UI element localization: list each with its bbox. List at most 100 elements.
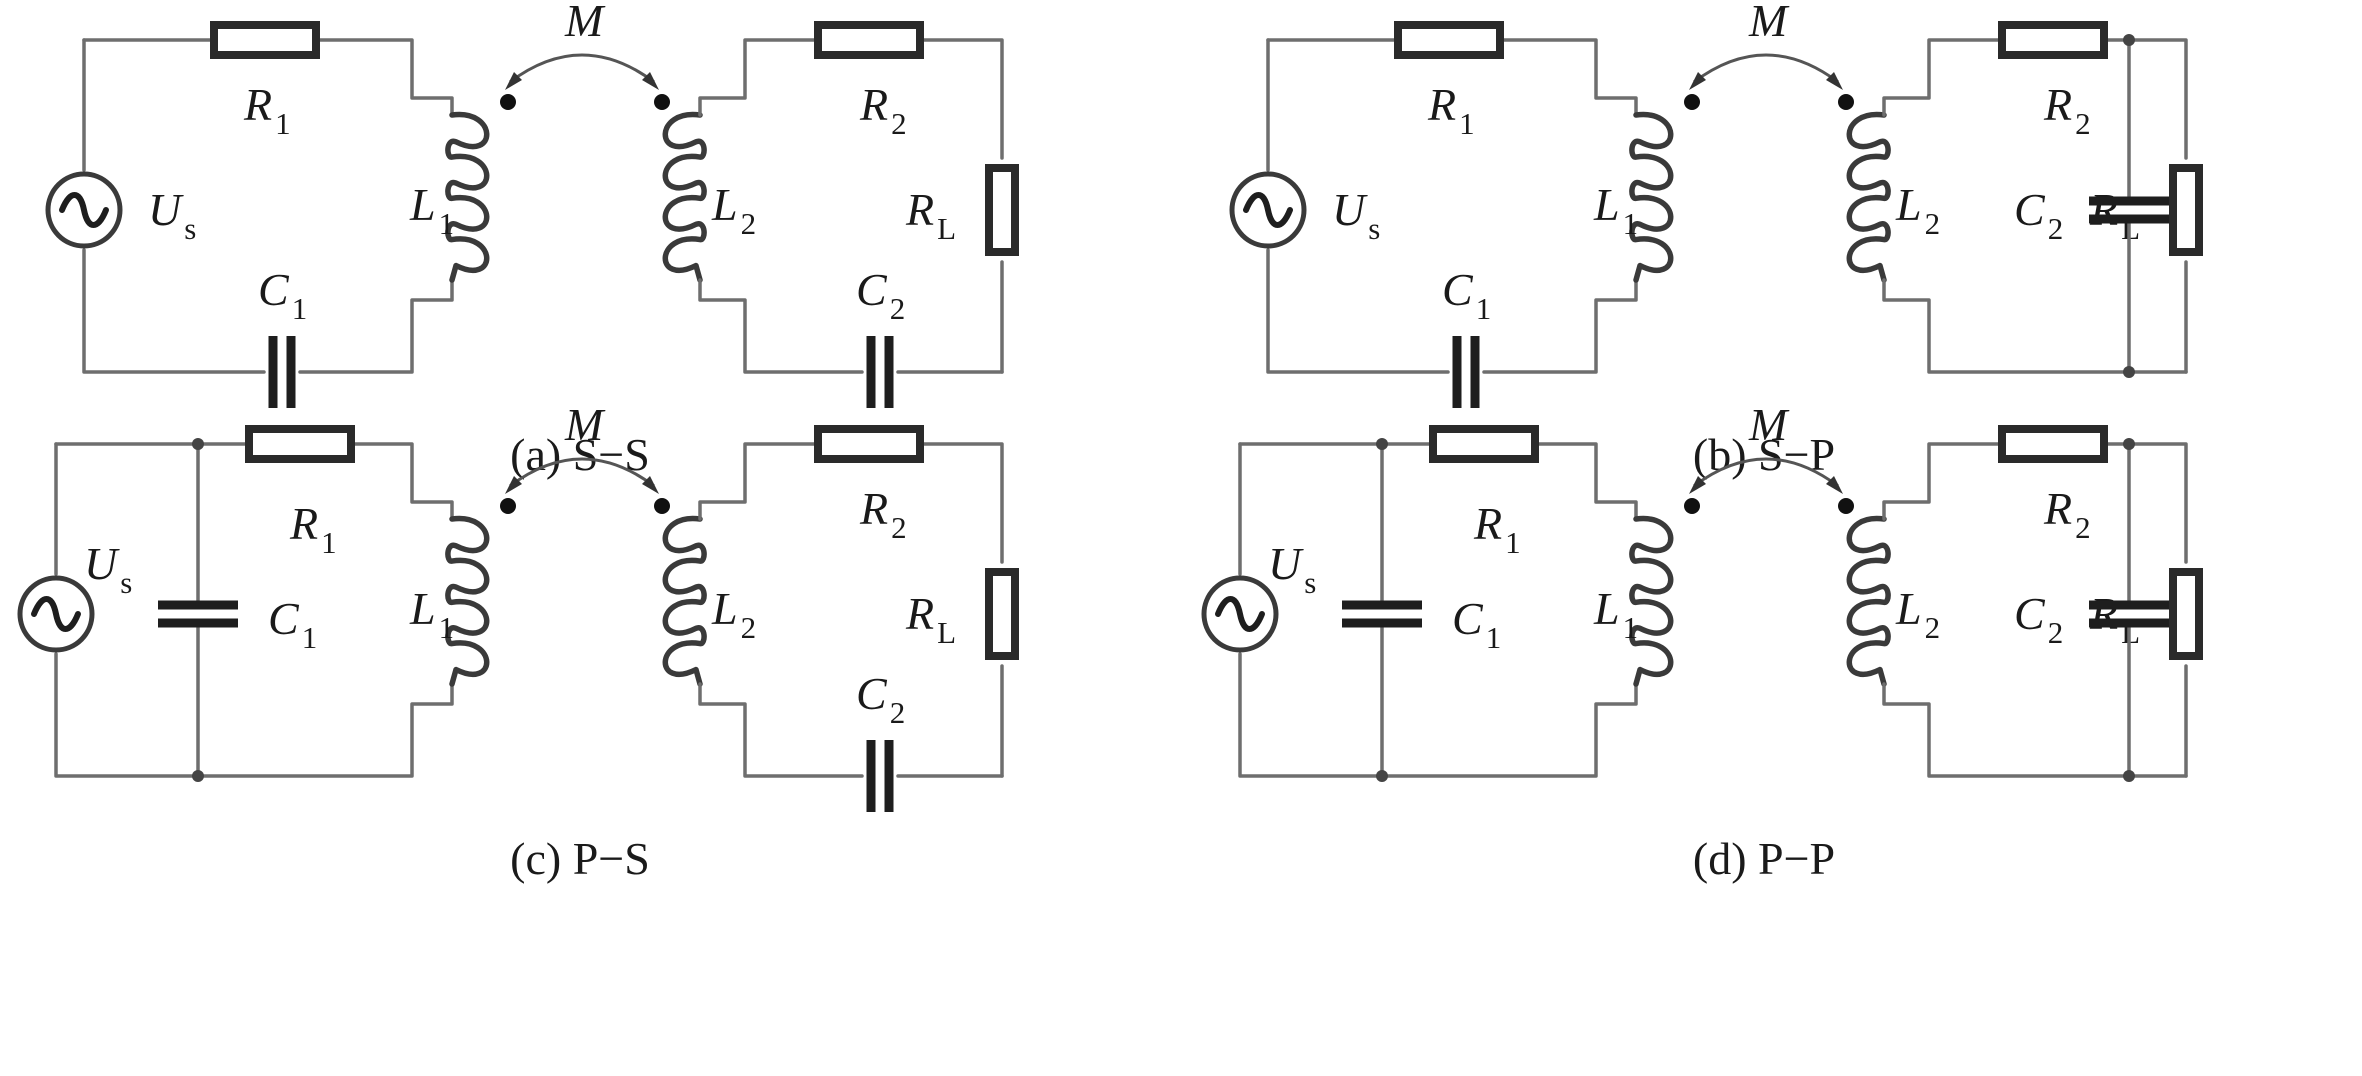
wire	[918, 38, 1004, 160]
resistor-r2	[1998, 425, 2108, 463]
rl-label-letter: R	[905, 588, 934, 639]
c1-label-subscript: 1	[292, 291, 308, 326]
l2-label-subscript: 2	[741, 206, 757, 241]
sine-wave-icon	[1215, 596, 1265, 632]
c2-label-letter: C	[856, 264, 888, 315]
source-label-letter: U	[84, 538, 120, 589]
junction-node	[1376, 438, 1388, 450]
c1-label-letter: C	[258, 264, 290, 315]
polarity-dot	[654, 498, 670, 514]
junction-node	[2123, 438, 2135, 450]
rl-label-subscript: L	[937, 615, 956, 650]
mutual-inductance-label: M	[564, 399, 606, 450]
coil-l1	[1629, 515, 1674, 687]
wire	[1882, 38, 2004, 117]
wire	[698, 38, 820, 117]
panel-caption: (c) P−S	[510, 833, 650, 884]
source-label-subscript: s	[120, 565, 132, 600]
wire	[54, 652, 454, 778]
wire	[314, 38, 454, 117]
r2-label: R2	[2043, 483, 2091, 545]
coil-l2	[1846, 515, 1891, 687]
r1-label-subscript: 1	[1459, 106, 1475, 141]
r1-label-subscript: 1	[321, 525, 337, 560]
l2-label: L2	[1895, 583, 1940, 645]
source-label: Us	[1332, 184, 1380, 246]
sine-wave-icon	[1243, 192, 1293, 228]
arrowhead-icon	[642, 476, 659, 494]
wire	[2102, 38, 2188, 160]
mutual-coupling: M	[505, 399, 659, 494]
polarity-dot	[1838, 94, 1854, 110]
resistor-rl	[2169, 568, 2203, 660]
resistor-r2	[814, 21, 924, 59]
c1-label: C1	[258, 264, 307, 326]
arrowhead-icon	[1826, 72, 1843, 90]
c2-label-letter: C	[2014, 588, 2046, 639]
c1-label-letter: C	[268, 593, 300, 644]
mutual-coupling: M	[1689, 0, 1843, 90]
rl-label-subscript: L	[937, 211, 956, 246]
resistor-r2	[814, 425, 924, 463]
wire	[698, 682, 864, 778]
capacitor-c1	[1452, 336, 1480, 408]
l1-label: L1	[1593, 583, 1638, 645]
arrowhead-icon	[1689, 72, 1706, 90]
c2-label-subscript: 2	[890, 695, 906, 730]
c2-label: C2	[2014, 588, 2063, 650]
source-label-letter: U	[148, 184, 184, 235]
junction-node	[2123, 34, 2135, 46]
r2-label-letter: R	[859, 483, 888, 534]
rl-label-letter: R	[2089, 184, 2118, 235]
r1-label: R1	[1427, 79, 1475, 141]
source-label: Us	[148, 184, 196, 246]
junction-node	[2123, 770, 2135, 782]
arrowhead-icon	[1689, 476, 1706, 494]
resistor-r1	[1394, 21, 1504, 59]
wire	[698, 442, 820, 521]
resistor-rl	[2169, 164, 2203, 256]
l2-label-subscript: 2	[741, 610, 757, 645]
source-label-letter: U	[1332, 184, 1368, 235]
mutual-inductance-label: M	[1748, 399, 1790, 450]
capacitor-c2	[866, 740, 894, 812]
resistor-rl	[985, 164, 1019, 256]
c2-label-subscript: 2	[2048, 211, 2064, 246]
r2-label: R2	[859, 483, 907, 545]
panel-caption: (d) P−P	[1693, 833, 1835, 884]
ac-source	[1201, 575, 1279, 653]
l2-label-letter: L	[1895, 583, 1922, 634]
l1-label: L1	[409, 179, 454, 241]
junction-node	[1376, 770, 1388, 782]
l1-label-subscript: 1	[1623, 610, 1639, 645]
ac-source	[1229, 171, 1307, 249]
r2-label-subscript: 2	[2075, 106, 2091, 141]
junction-node	[192, 438, 204, 450]
r1-label: R1	[243, 79, 291, 141]
wire	[1882, 682, 2188, 778]
l2-label: L2	[1895, 179, 1940, 241]
resistor-rl	[985, 568, 1019, 660]
resistor-r1	[245, 425, 355, 463]
capacitor-c1	[1342, 600, 1422, 628]
r1-label-letter: R	[1473, 498, 1502, 549]
l1-label-subscript: 1	[1623, 206, 1639, 241]
coil-l2	[1846, 111, 1891, 283]
mutual-inductance-label: M	[1748, 0, 1790, 46]
rl-label-letter: R	[905, 184, 934, 235]
r2-label-subscript: 2	[891, 106, 907, 141]
source-label: Us	[1268, 538, 1316, 600]
junction-node	[192, 770, 204, 782]
resistor-r1	[1429, 425, 1539, 463]
c2-label: C2	[2014, 184, 2063, 246]
r1-label-letter: R	[1427, 79, 1456, 130]
source-label-subscript: s	[184, 211, 196, 246]
arrowhead-icon	[505, 72, 522, 90]
l2-label-letter: L	[711, 179, 738, 230]
polarity-dot	[1838, 498, 1854, 514]
coil-l1	[1629, 111, 1674, 283]
l1-label-letter: L	[409, 179, 436, 230]
arrowhead-icon	[1826, 476, 1843, 494]
